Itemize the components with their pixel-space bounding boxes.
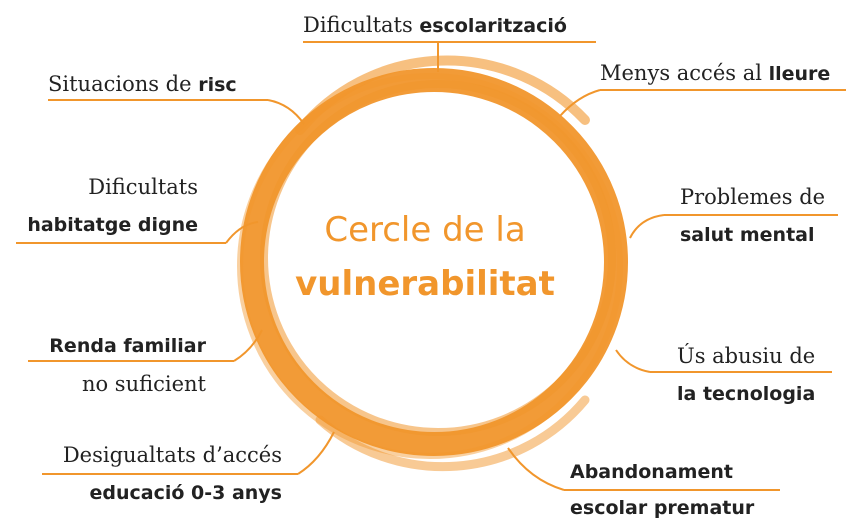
label-left-upper-line2: habitatge digne — [27, 214, 198, 236]
center-title-line1: Cercle de la — [324, 210, 526, 250]
label-top-right: Menys accés al lleure — [600, 60, 830, 87]
label-top-right-regular: Menys accés al — [600, 61, 769, 85]
center-title-line2: vulnerabilitat — [295, 264, 555, 304]
label-bottom-left: Desigualtats d’accés educació 0-3 anys — [30, 442, 282, 506]
center-title: Cercle de la vulnerabilitat — [260, 205, 590, 313]
label-top-regular: Dificultats — [303, 13, 420, 37]
label-top-left-regular: Situacions de — [48, 72, 199, 96]
label-left-lower: Renda familiar no suficient — [28, 333, 206, 397]
label-top-right-bold: lleure — [768, 63, 831, 85]
label-top-bold: escolarització — [419, 15, 567, 37]
label-top: Dificultats escolarització — [303, 12, 567, 39]
label-right-upper: Problemes de salut mental — [680, 184, 825, 248]
label-right-lower-line1: Ús abusiu de — [677, 344, 816, 368]
connector-left-upper — [225, 221, 259, 244]
label-bottom-right: Abandonament escolar prematur — [570, 459, 754, 521]
connector-top-left — [267, 99, 305, 125]
label-bottom-right-line2: escolar prematur — [570, 497, 755, 519]
connector-bottom-left — [297, 431, 335, 475]
connector-right-lower — [615, 349, 651, 373]
label-top-left: Situacions de risc — [48, 71, 237, 98]
label-left-lower-line2: no suficient — [81, 372, 206, 396]
label-right-lower: Ús abusiu de la tecnologia — [677, 343, 815, 407]
label-left-lower-line1: Renda familiar — [49, 335, 206, 357]
connector-bottom-right — [507, 447, 565, 491]
label-right-lower-line2: la tecnologia — [677, 383, 816, 405]
label-left-upper: Dificultats habitatge digne — [16, 174, 198, 238]
label-bottom-left-line2: educació 0-3 anys — [89, 482, 282, 504]
label-bottom-left-line1: Desigualtats d’accés — [62, 443, 282, 467]
label-right-upper-line2: salut mental — [680, 224, 815, 246]
label-bottom-right-line1: Abandonament — [570, 461, 733, 483]
connector-top-right — [559, 89, 601, 117]
label-right-upper-line1: Problemes de — [680, 185, 826, 209]
connector-left-lower — [233, 329, 263, 362]
connector-right-upper — [629, 214, 665, 239]
label-left-upper-line1: Dificultats — [88, 175, 198, 199]
label-top-left-bold: risc — [198, 74, 237, 96]
